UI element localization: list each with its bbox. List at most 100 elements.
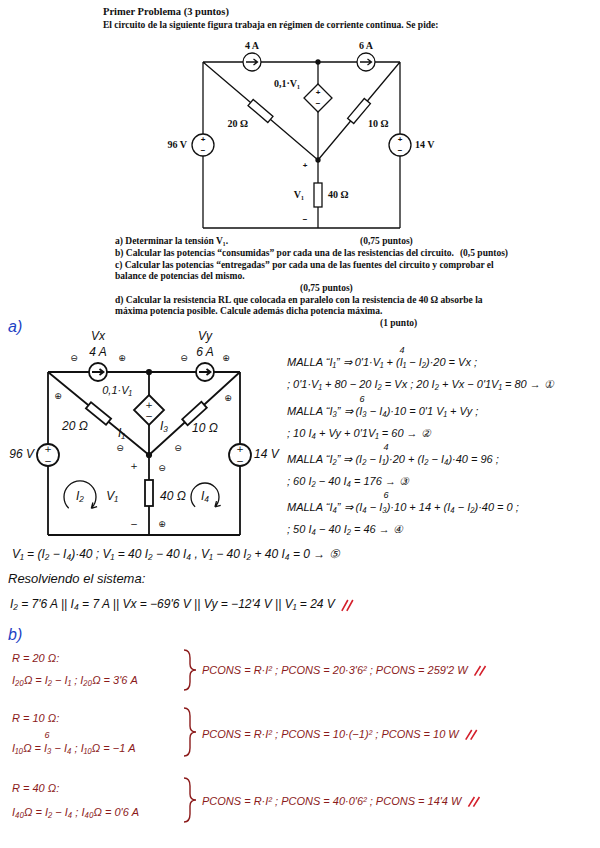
handwritten-label: I₄	[201, 490, 209, 504]
annotation-digit: 6	[359, 394, 364, 404]
handwritten-label: I₁	[118, 427, 125, 441]
equation: ; 60 I₂ − 40 I₄ = 176 → ③	[287, 475, 409, 488]
brace	[184, 778, 196, 822]
handwritten-label: Vx	[91, 330, 105, 344]
polarity-mark: ⊕	[118, 353, 126, 363]
handwritten-label: 14 V	[254, 448, 279, 462]
handwritten-label: 20 Ω	[62, 420, 88, 434]
power-result: R = 40 Ω:	[12, 782, 59, 795]
section-letter: a)	[8, 318, 22, 336]
answer-mark	[468, 797, 479, 807]
handwritten-label: 4 A	[89, 346, 107, 360]
handwritten-label: Vy	[198, 330, 212, 344]
component-label: V₁	[294, 189, 304, 201]
brace	[184, 708, 196, 756]
voltage-source-symbol	[229, 444, 251, 466]
problem-text: b) Calcular las potencias “consumidas” p…	[115, 248, 454, 259]
junction-dot	[147, 370, 151, 374]
polarity-mark: ⊖	[116, 443, 124, 453]
handwritten-label: I₃	[160, 420, 168, 434]
problem-text: (1 punto)	[380, 318, 417, 329]
handwritten-label: 10 Ω	[192, 422, 218, 436]
power-result: R = 20 Ω:	[12, 652, 59, 665]
current-source-symbol	[89, 363, 107, 381]
answer-mark	[342, 600, 353, 611]
resistor-symbol	[86, 402, 111, 425]
component-label: 20 Ω	[227, 118, 248, 130]
polarity-sign: +	[398, 135, 403, 144]
junction-dot	[147, 453, 151, 457]
polarity-sign: −	[201, 146, 206, 155]
equation: MALLA “I₁” ⇒ 0'1·V₁ + (I₁ − I₂)·20 = Vx …	[287, 356, 477, 369]
answer-mark	[475, 666, 486, 676]
polarity-mark: ⊖	[174, 443, 182, 453]
problem-text: El circuito de la siguiente figura traba…	[103, 20, 438, 31]
current-arrow	[92, 369, 104, 375]
polarity-sign: +	[201, 135, 206, 144]
equation: MALLA “I₃” ⇒ (I₃ − I₄)·10 = 0'1 V₁ + Vy …	[287, 405, 478, 418]
equation: MALLA “I₂” ⇒ (I₂ − I₁)·20 + (I₂ − I₄)·40…	[287, 453, 499, 466]
problem-text: a) Determinar la tensión V₁.	[115, 236, 228, 247]
handwritten-note: Resolviendo el sistema:	[8, 572, 145, 587]
current-arrow	[199, 369, 211, 375]
polarity-mark: −	[145, 411, 153, 421]
resistor-symbol	[348, 98, 371, 123]
brace	[184, 650, 196, 822]
polarity-mark: ⊕	[222, 353, 230, 363]
component-label: 4 A	[245, 40, 259, 52]
current-arrow	[360, 59, 372, 65]
current-source-symbol	[243, 53, 261, 71]
equation: V₁ = (I₂ − I₄)·40 ; V₁ = 40 I₂ − 40 I₄ ,…	[12, 548, 340, 562]
polarity-mark: +	[145, 400, 153, 410]
polarity-mark: −	[236, 456, 244, 466]
power-result: R = 10 Ω:	[12, 712, 59, 725]
voltage-source-symbol	[37, 444, 59, 466]
polarity-mark: −	[130, 519, 138, 529]
problem-text: d) Calcular la resistencia RL que coloca…	[115, 295, 505, 317]
problem-text: c) Calcular las potencias “entregadas” p…	[115, 260, 505, 282]
handwritten-label: 6 A	[196, 346, 214, 360]
equation: I₂ = 7'6 A || I₄ = 7 A || Vx = −69'6 V |…	[10, 598, 335, 612]
current-source-symbol	[357, 53, 375, 71]
polarity-sign: −	[316, 99, 321, 108]
handwritten-circuit	[37, 363, 251, 535]
polarity-sign: +	[303, 161, 308, 170]
brace	[184, 650, 196, 690]
circuit-wire	[48, 372, 240, 535]
equation: ; 10 I₄ + Vy + 0'1V₁ = 60 → ②	[287, 427, 431, 440]
polarity-mark: +	[236, 444, 244, 454]
polarity-mark: ⊖	[158, 463, 166, 473]
voltage-source-symbol	[192, 134, 214, 156]
resistor-symbol	[145, 480, 153, 506]
power-result: I₄₀Ω = I₂ − I₄ ; I₄₀Ω = 0'6 A	[12, 806, 139, 819]
component-label: 14 V	[415, 139, 435, 151]
answer-marks	[342, 600, 486, 807]
resistor-symbol	[314, 183, 322, 207]
problem-title: Primer Problema (3 puntos)	[103, 6, 229, 18]
problem-text: (0,5 puntos)	[460, 248, 508, 259]
handwritten-label: I₂	[76, 490, 84, 504]
mesh-current-arrow	[191, 483, 221, 507]
power-result: PCONS = R·I² ; PCONS = 40·0'6² ; PCONS =…	[202, 795, 461, 808]
current-source-symbol	[196, 363, 214, 381]
equation: 0,1·V₁	[102, 384, 132, 397]
handwritten-label: 96 V	[9, 448, 34, 462]
polarity-mark: +	[44, 444, 52, 454]
answer-mark	[466, 730, 477, 740]
equation: ; 50 I₄ − 40 I₂ = 46 → ④	[287, 523, 403, 536]
current-arrow	[246, 59, 258, 65]
power-result: PCONS = R·I² ; PCONS = 20·3'6² ; PCONS =…	[202, 664, 468, 677]
handwritten-label: V₁	[106, 490, 118, 504]
polarity-mark: ⊖	[70, 353, 78, 363]
equation: ; 0'1·V₁ + 80 − 20 I₂ = Vx ; 20 I₂ + Vx …	[287, 378, 554, 391]
annotation-digit: 6	[383, 490, 388, 500]
equation: MALLA “I₄” ⇒ (I₄ − I₃)·10 + 14 + (I₄ − I…	[287, 501, 519, 514]
printed-circuit	[192, 53, 411, 228]
problem-text: (0,75 puntos)	[360, 236, 413, 247]
polarity-mark: +	[130, 461, 138, 471]
component-label: 96 V	[167, 139, 187, 151]
polarity-mark: ⊕	[54, 391, 62, 401]
problem-text: (0,75 puntos)	[300, 283, 353, 294]
